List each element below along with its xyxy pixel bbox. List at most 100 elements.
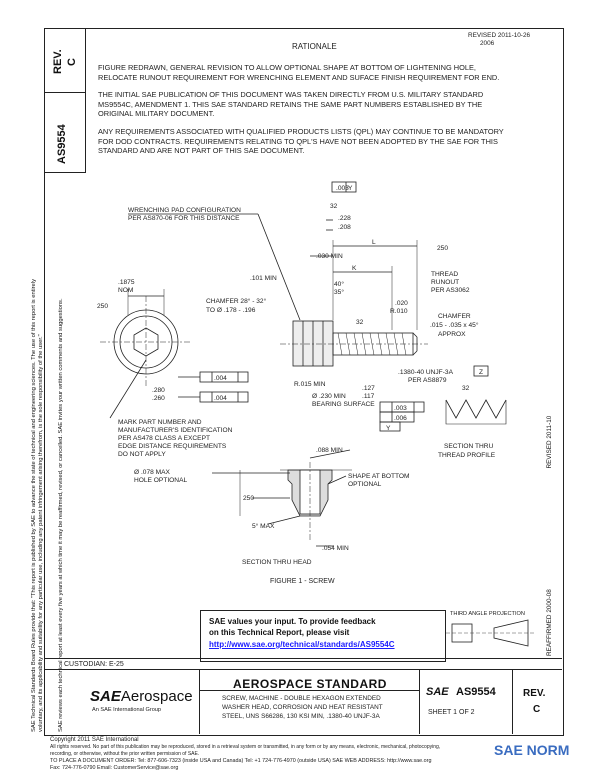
footer-line-5: Fax: 724-776-0790 Email: CustomerService… xyxy=(50,765,179,771)
bearing-surface: BEARING SURFACE xyxy=(312,401,375,408)
section-thread-2: THREAD PROFILE xyxy=(438,452,496,459)
dim-r010: R.010 xyxy=(390,308,408,315)
shape-note-1: SHAPE AT BOTTOM xyxy=(348,473,410,480)
dim-nom: NOM xyxy=(118,287,133,294)
thread-spec-2: PER AS8879 xyxy=(408,377,447,384)
tol-003: .003 xyxy=(394,405,407,412)
datum-z: Z xyxy=(479,369,483,376)
mark-note-1: MARK PART NUMBER AND xyxy=(118,419,202,426)
footer-line-1: Copyright 2011 SAE International xyxy=(50,737,139,743)
tol-004-b: .004 xyxy=(214,395,227,402)
dim-030: .030 MIN xyxy=(316,253,343,260)
rev-corner-box: REV. C xyxy=(44,28,86,93)
footer-line-2: All rights reserved. No part of this pub… xyxy=(50,744,441,750)
rationale-title: RATIONALE xyxy=(292,42,337,51)
thread-runout-2: RUNOUT xyxy=(431,279,459,286)
rationale-paragraph-1: FIGURE REDRAWN, GENERAL REVISION TO ALLO… xyxy=(98,63,500,82)
sae-norm-watermark: SAE NORM xyxy=(494,742,570,758)
chamfer-head-1: CHAMFER 28° - 32° xyxy=(206,297,267,305)
titleblock-divider-2 xyxy=(419,669,420,734)
dim-K: K xyxy=(352,265,357,272)
titleblock-rev-label: REV. xyxy=(523,688,546,699)
dim-230: Ø .230 MIN xyxy=(312,393,346,400)
footer-line-3: recording, or otherwise, without the pri… xyxy=(50,751,200,757)
feedback-line-2: on this Technical Report, please visit xyxy=(209,628,350,637)
titleblock-divider-3 xyxy=(512,669,513,734)
mark-note-4: EDGE DISTANCE REQUIREMENTS xyxy=(118,443,227,450)
logo-product: Aerospace xyxy=(120,688,193,705)
rationale-paragraph-2: THE INITIAL SAE PUBLICATION OF THIS DOCU… xyxy=(98,90,484,118)
mark-note-3: PER AS478 CLASS A EXCEPT xyxy=(118,435,210,442)
thread-runout-1: THREAD xyxy=(431,271,458,278)
angle-40: 40° xyxy=(334,280,344,288)
standard-title: AEROSPACE STANDARD xyxy=(233,677,387,691)
logo-brand: SAE xyxy=(90,688,121,705)
footer-line-4: TO PLACE A DOCUMENT ORDER: Tel: 877-606-… xyxy=(50,758,432,764)
dim-250-section: 250 xyxy=(243,495,254,502)
dim-250-left: 250 xyxy=(97,303,108,310)
chamfer-end-2: .015 - .035 x 45° xyxy=(430,321,479,329)
drawing-frame xyxy=(44,28,564,736)
titleblock-sae-mark: SAE xyxy=(426,686,449,698)
feedback-line-1: SAE values your input. To provide feedba… xyxy=(209,617,376,626)
dim-054: .054 MIN xyxy=(322,545,349,552)
wrench-note-1: WRENCHING PAD CONFIGURATION xyxy=(128,207,241,214)
mark-note-5: DO NOT APPLY xyxy=(118,451,166,458)
rationale-paragraph-3: ANY REQUIREMENTS ASSOCIATED WITH QUALIFI… xyxy=(98,127,504,155)
thread-runout-3: PER AS3062 xyxy=(431,287,470,294)
divider-titleblock xyxy=(44,669,562,670)
titleblock-title-underline xyxy=(199,690,419,691)
wrench-note-2: PER AS870-06 FOR THIS DISTANCE xyxy=(128,215,240,222)
standard-desc-1: SCREW, MACHINE - DOUBLE HEXAGON EXTENDED xyxy=(222,695,381,702)
right-side-status: REAFFIRMED 2000-08 REVISED 2011-10 xyxy=(546,415,553,656)
dim-1875: .1875 xyxy=(118,279,135,286)
sae-aerospace-logo: SAEAerospace xyxy=(90,688,193,705)
dim-003: .003 xyxy=(336,185,349,192)
standard-desc-3: STEEL, UNS S66286, 130 KSI MIN, .1380-40… xyxy=(222,713,380,720)
dim-280: .280 xyxy=(152,387,165,394)
section-head-label: SECTION THRU HEAD xyxy=(242,559,312,566)
sheet-number: SHEET 1 OF 2 xyxy=(428,709,475,716)
dim-078-2: HOLE OPTIONAL xyxy=(134,477,187,484)
revised-year: 2006 xyxy=(480,40,495,47)
dim-208: .208 xyxy=(338,224,351,231)
titleblock-divider-1 xyxy=(199,669,200,734)
tol-006: .006 xyxy=(394,415,407,422)
titleblock-doc-number: AS9554 xyxy=(456,686,496,698)
titleblock-rev-value: C xyxy=(533,704,541,715)
datum-y-bottom: Y xyxy=(386,425,391,432)
doc-number-corner-box: AS9554 xyxy=(44,92,86,173)
dim-32-top: 32 xyxy=(330,203,338,210)
dim-127: .127 xyxy=(362,385,375,392)
chamfer-head-2: TO Ø .178 - .196 xyxy=(206,307,256,314)
dim-228: .228 xyxy=(338,215,351,222)
feedback-box: SAE values your input. To provide feedba… xyxy=(200,610,446,662)
logo-tagline: An SAE International Group xyxy=(92,707,162,713)
tol-004-a: .004 xyxy=(214,375,227,382)
dim-5max: 5° MAX xyxy=(252,522,275,530)
dim-260: .260 xyxy=(152,395,165,402)
dim-32-mid: 32 xyxy=(356,319,364,326)
figure-caption: FIGURE 1 - SCREW xyxy=(270,578,335,585)
standard-desc-2: WASHER HEAD, CORROSION AND HEAT RESISTAN… xyxy=(222,704,383,711)
mark-note-2: MANUFACTURER'S IDENTIFICATION xyxy=(118,427,233,434)
dim-L: L xyxy=(372,239,376,246)
custodian: CUSTODIAN: E-25 xyxy=(64,661,124,668)
dim-117: .117 xyxy=(362,393,375,400)
divider-custodian xyxy=(44,658,562,659)
shape-note-2: OPTIONAL xyxy=(348,481,382,488)
dim-32-thread: 32 xyxy=(462,385,470,392)
dim-250-right: 250 xyxy=(437,245,448,252)
angle-35: 35° xyxy=(334,288,344,296)
dim-101: .101 MIN xyxy=(250,275,277,282)
dim-078-1: Ø .078 MAX xyxy=(134,469,171,476)
chamfer-end-3: APPROX xyxy=(438,331,466,338)
feedback-link[interactable]: http://www.sae.org/technical/standards/A… xyxy=(209,640,395,649)
projection-label: THIRD ANGLE PROJECTION xyxy=(450,611,525,617)
thread-spec-1: .1380-40 UNJF-3A xyxy=(398,369,454,376)
revised-note: REVISED 2011-10-26 xyxy=(468,32,531,39)
thread-profile-outline xyxy=(445,399,507,419)
dim-r015: R.015 MIN xyxy=(294,381,326,388)
dim-088: .088 MIN xyxy=(316,447,343,454)
